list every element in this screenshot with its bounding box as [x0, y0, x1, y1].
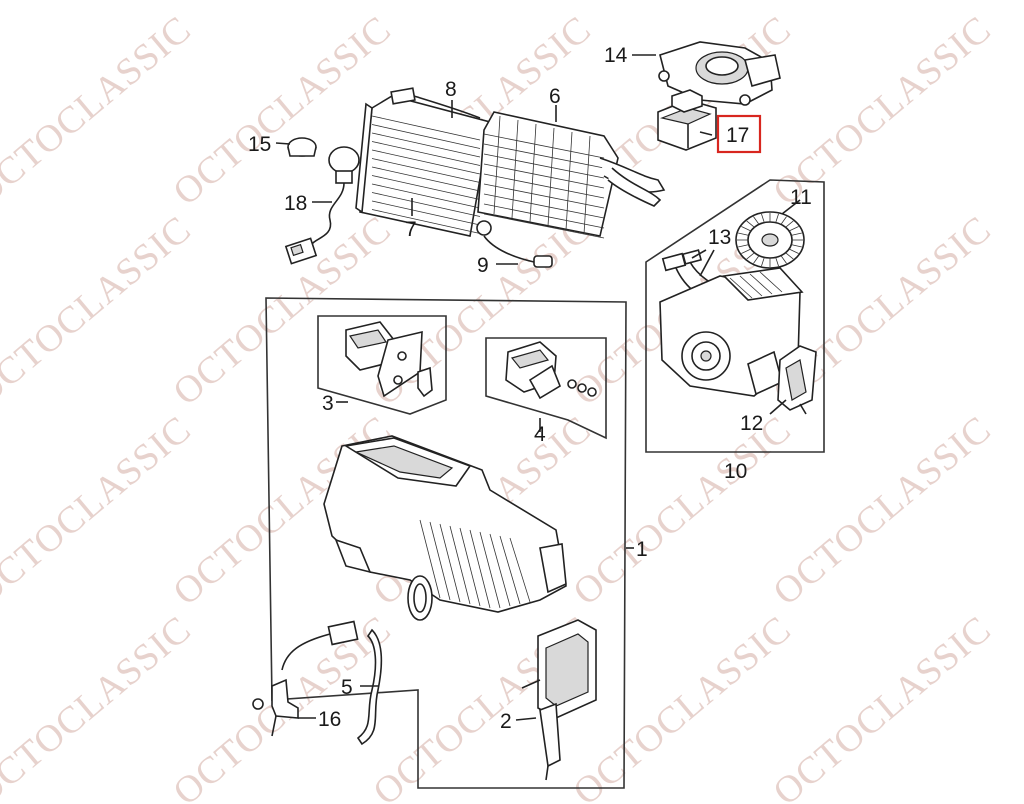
callout-13: 13 [708, 226, 731, 249]
callout-12: 12 [740, 412, 763, 435]
callout-18: 18 [284, 192, 307, 215]
part-16-bracket[interactable] [252, 678, 299, 737]
callout-16: 16 [318, 708, 341, 731]
callout-8: 8 [445, 78, 457, 101]
sub-box-4 [485, 337, 607, 440]
part-17-module[interactable] [657, 89, 717, 151]
watermark-text: OCTOCLASSIC [165, 208, 399, 414]
watermark-text: OCTOCLASSIC [765, 608, 999, 804]
callout-17[interactable]: 17 [726, 124, 749, 147]
blower-assembly-box [645, 179, 825, 453]
part-15-cap[interactable] [287, 137, 317, 157]
callout-3: 3 [322, 392, 334, 415]
part-6-evaporator[interactable] [477, 111, 666, 239]
callout-9: 9 [477, 254, 489, 277]
watermark-text: OCTOCLASSIC [765, 8, 999, 214]
watermark-text: OCTOCLASSIC [0, 608, 199, 804]
callout-7: 7 [405, 218, 417, 241]
callout-10: 10 [724, 460, 747, 483]
part-4-actuator[interactable] [505, 341, 597, 400]
part-12-resistor[interactable] [777, 345, 817, 415]
callout-15: 15 [248, 133, 271, 156]
callout-11: 11 [790, 186, 812, 209]
part-3-actuator[interactable] [345, 321, 433, 398]
callout-1: 1 [636, 538, 648, 561]
callout-labels: 14 8 6 15 18 7 9 17 11 13 12 10 3 4 1 5 … [248, 44, 812, 733]
part-1-heater-case[interactable] [323, 435, 567, 621]
callout-4: 4 [534, 423, 546, 446]
callout-6: 6 [549, 85, 561, 108]
leader-lines [275, 54, 801, 721]
watermark-text: OCTOCLASSIC [565, 608, 799, 804]
part-9-sensor-wire[interactable] [476, 220, 553, 268]
watermark-text: OCTOCLASSIC [565, 408, 799, 614]
blower-housing[interactable] [659, 267, 804, 397]
callout-14: 14 [604, 44, 628, 67]
watermark-text: OCTOCLASSIC [765, 408, 999, 614]
callout-2: 2 [500, 710, 512, 733]
part-14-actuator[interactable] [658, 41, 781, 106]
callout-5: 5 [341, 676, 353, 699]
part-7-heater-core[interactable] [355, 95, 491, 237]
part-5-hose[interactable] [281, 620, 383, 746]
highlight-box-part-17 [716, 114, 762, 154]
part-2-control-module[interactable] [521, 619, 597, 781]
sub-box-3 [317, 315, 447, 415]
part-18-sensor[interactable] [284, 146, 360, 265]
part-11-blower-fan[interactable] [735, 211, 805, 269]
part-8-wire[interactable] [390, 87, 481, 119]
